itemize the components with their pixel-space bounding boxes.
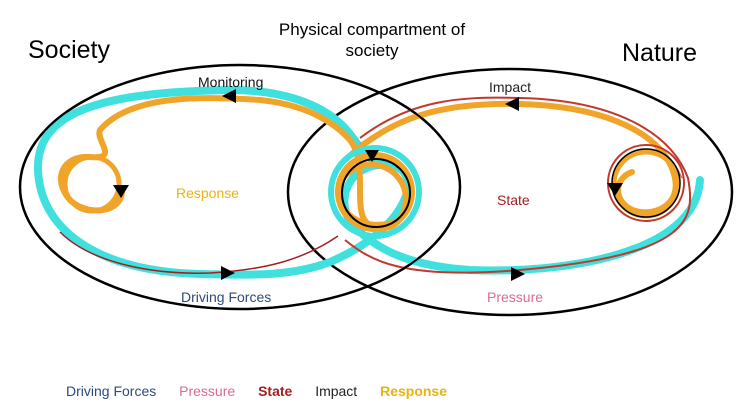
label-driving-forces: Driving Forces <box>181 289 272 305</box>
response-arrow-icon <box>113 185 129 198</box>
label-pressure: Pressure <box>487 289 544 305</box>
center-arrow-icon <box>365 150 379 162</box>
legend-item-response: Response <box>380 383 448 399</box>
driving-forces-arrow-icon <box>221 266 235 280</box>
legend-item-state: State <box>258 383 293 399</box>
legend: Driving Forces Pressure State Impact Res… <box>66 383 466 399</box>
society-ellipse-overlay <box>19 64 461 310</box>
state-arrow-icon <box>607 183 623 196</box>
legend-item-pressure: Pressure <box>179 383 236 399</box>
legend-item-driving-forces: Driving Forces <box>66 383 157 399</box>
title-physical-compartment: Physical compartment of society <box>278 20 466 60</box>
cyan-path <box>33 85 704 279</box>
nature-ellipse <box>286 67 734 317</box>
label-response: Response <box>176 185 240 201</box>
label-state: State <box>497 192 530 208</box>
orange-path <box>58 95 679 232</box>
red-path <box>344 96 692 274</box>
label-monitoring: Monitoring <box>198 74 264 90</box>
center-circle-cyan <box>328 145 422 239</box>
right-circle-orange <box>611 149 681 219</box>
impact-arrow-icon <box>505 97 519 111</box>
title-nature: Nature <box>622 39 698 67</box>
center-circle-black <box>341 158 411 228</box>
label-impact: Impact <box>489 79 532 95</box>
legend-item-impact: Impact <box>315 383 358 399</box>
title-society: Society <box>28 36 110 64</box>
left-loop-circle <box>62 154 122 214</box>
driving-red-line <box>59 231 339 274</box>
pressure-arrow-icon <box>511 267 525 281</box>
monitoring-arrow-icon <box>222 89 236 103</box>
